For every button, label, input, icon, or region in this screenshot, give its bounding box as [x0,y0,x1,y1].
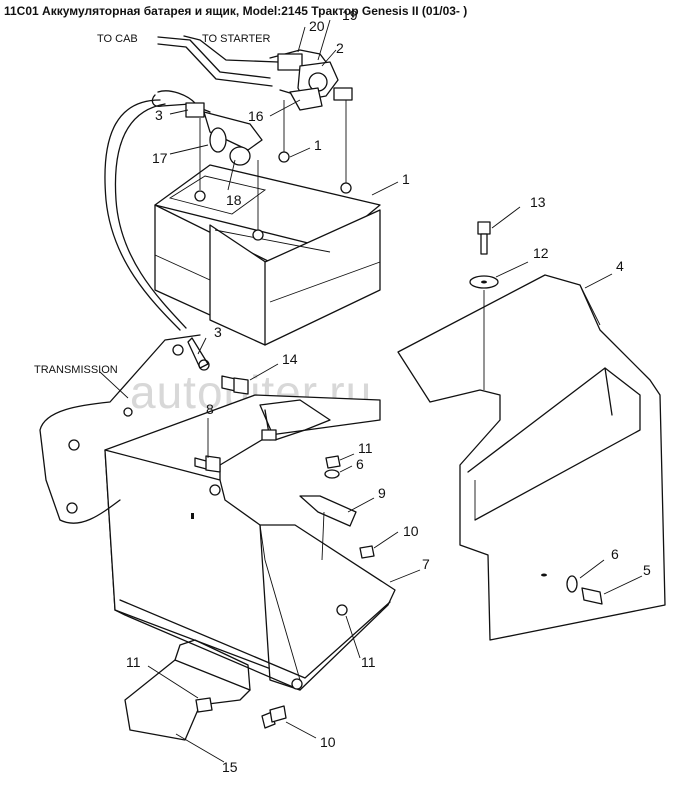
callout-16: 16 [248,108,264,124]
callout-11-b: 11 [361,654,376,670]
bolt-14 [221,375,249,395]
callout-1-b: 1 [402,171,410,187]
callout-10-upper: 10 [403,523,419,539]
callout-11-a: 11 [358,440,373,456]
washer-12 [469,275,499,289]
callout-4: 4 [616,258,624,274]
callout-13: 13 [530,194,546,210]
battery [154,100,381,346]
bracket-15 [124,639,251,741]
callout-17: 17 [152,150,168,166]
callout-18: 18 [226,192,242,208]
callout-12: 12 [533,245,549,261]
callout-10-lower: 10 [320,734,336,750]
callout-15: 15 [222,759,238,775]
callout-5: 5 [643,562,651,578]
positive-terminal-clamp [277,53,353,111]
battery-cables [104,35,333,331]
label-to-cab: TO CAB [97,33,138,45]
callout-6-b: 6 [611,546,619,562]
callout-19: 19 [342,7,358,23]
leader-lines [99,19,643,763]
label-transmission: TRANSMISSION [34,364,118,376]
nut-11-washer-6 [324,455,341,479]
battery-box [104,394,396,691]
callout-3-mid: 3 [214,324,222,340]
callout-11-c: 11 [126,654,141,670]
battery-cover [397,274,666,641]
callout-20: 20 [309,18,325,34]
callout-2: 2 [336,40,344,56]
callout-1-a: 1 [314,137,322,153]
transmission-bracket [39,334,210,524]
callout-3-top: 3 [155,107,163,123]
washer-6-bolt-5 [566,575,603,605]
label-to-starter: TO STARTER [202,33,271,45]
callout-8: 8 [206,401,214,417]
callout-7: 7 [422,556,430,572]
bolt-10-upper [359,545,375,559]
hold-down-clamp-9 [299,495,357,527]
diagram-title: 11C01 Аккумуляторная батарея и ящик, Mod… [4,4,468,18]
bolt-10-lower [261,705,287,729]
callout-6-a: 6 [356,456,364,472]
callout-14: 14 [282,351,298,367]
bolt-8 [194,455,221,473]
bolt-13 [477,221,491,255]
callout-9: 9 [378,485,386,501]
